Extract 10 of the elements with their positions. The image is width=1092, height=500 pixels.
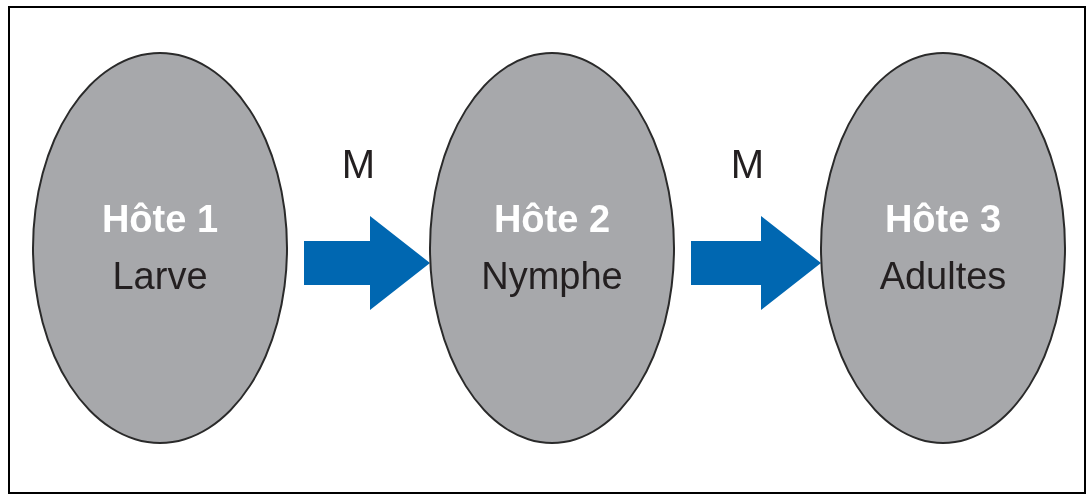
host-title: Hôte 3: [884, 197, 1002, 242]
edge-label: M: [730, 142, 765, 187]
edge-label: M: [341, 142, 376, 187]
block-arrow: [691, 216, 821, 310]
host-title: Hôte 2: [493, 197, 611, 242]
host-title: Hôte 1: [101, 197, 219, 242]
stage-label: Nymphe: [481, 254, 623, 299]
stage-label: Adultes: [879, 254, 1007, 299]
block-arrow: [304, 216, 430, 310]
stage-label: Larve: [112, 254, 208, 299]
